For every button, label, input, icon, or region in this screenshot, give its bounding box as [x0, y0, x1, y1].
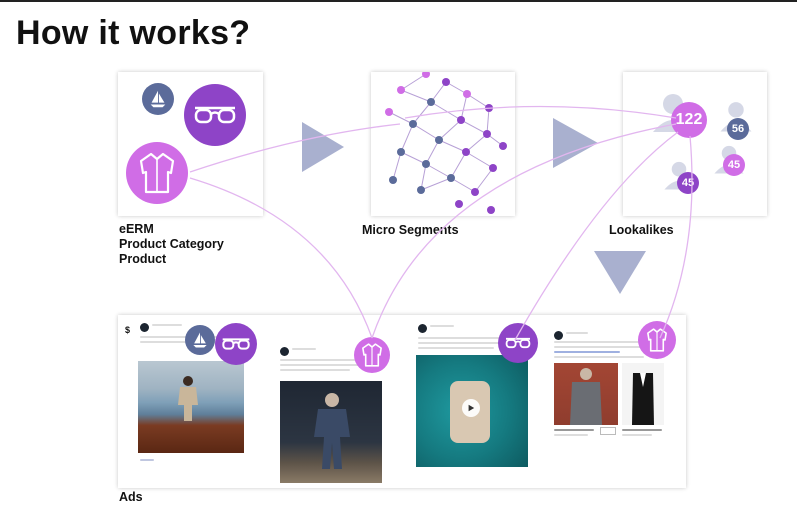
- avatar: [140, 323, 149, 332]
- play-button[interactable]: [462, 399, 480, 417]
- post-text-line: [418, 342, 508, 344]
- ads-panel: $: [118, 315, 686, 488]
- shirt-badge: [354, 337, 390, 373]
- post-text-line: [554, 346, 650, 348]
- sailboat-badge: [185, 325, 215, 355]
- erm-card: [118, 72, 263, 216]
- post-text-line: [140, 341, 220, 343]
- page-title: How it works?: [16, 14, 251, 52]
- person-icon: [632, 373, 654, 425]
- micro-segments-card: [371, 70, 515, 216]
- glasses-badge: [498, 323, 538, 363]
- shirt-badge: [638, 321, 676, 359]
- avatar: [280, 347, 289, 356]
- ad-photo-boat: [138, 361, 244, 453]
- shirt-icon: [139, 152, 175, 194]
- post-text-line: [566, 332, 588, 334]
- shirt-badge: [126, 142, 188, 204]
- erm-label: eERM Product Category Product: [119, 222, 224, 267]
- ad-post-4: [552, 329, 666, 455]
- post-text-line: [292, 348, 316, 350]
- post-text-line: [554, 341, 654, 343]
- ad-post-2: [278, 343, 382, 485]
- post-text-line: [280, 369, 350, 371]
- shirt-icon: [647, 328, 667, 352]
- sailboat-badge: [142, 83, 174, 115]
- ads-label: Ads: [119, 490, 143, 504]
- post-text-line: [152, 324, 182, 326]
- lookalikes-label: Lookalikes: [609, 223, 674, 237]
- post-text-line: [554, 434, 588, 436]
- post-text-line: [430, 325, 454, 327]
- ad-photo-tuxedo: [622, 363, 664, 425]
- glasses-badge: [184, 84, 246, 146]
- lookalike-count-45-dark: 45: [677, 172, 699, 194]
- avatar: [418, 324, 427, 333]
- top-border: [0, 0, 797, 2]
- glasses-icon: [194, 106, 236, 124]
- post-text-line: [554, 356, 644, 358]
- post-text-line: [280, 359, 376, 361]
- post-text-line: [418, 347, 494, 349]
- glasses-badge: [215, 323, 257, 365]
- post-link-line: [554, 351, 620, 353]
- glasses-icon: [222, 338, 250, 350]
- post-text-line: [280, 364, 370, 366]
- erm-label-line-3: Product: [119, 252, 167, 266]
- lookalikes-card: 122 56 45 45: [623, 72, 767, 216]
- post-text-line: [554, 429, 594, 431]
- ad-photo-grey-suit: [554, 363, 618, 425]
- segment-network: [385, 70, 507, 214]
- post-text-line: [622, 434, 652, 436]
- flow-arrow-1: [302, 122, 344, 172]
- avatar: [554, 331, 563, 340]
- lookalike-count-122: 122: [671, 102, 707, 138]
- flow-arrow-2: [553, 118, 598, 168]
- currency-symbol: $: [125, 325, 131, 335]
- sailboat-icon: [150, 90, 166, 108]
- shirt-icon: [362, 343, 382, 367]
- post-text-line: [418, 337, 502, 339]
- flow-arrow-down: [594, 251, 646, 294]
- erm-label-line-1: eERM: [119, 222, 154, 236]
- play-icon: [468, 404, 475, 412]
- shop-now-button[interactable]: [600, 427, 616, 435]
- glasses-icon: [505, 337, 531, 349]
- post-text-line: [622, 429, 662, 431]
- sailboat-icon: [193, 332, 207, 348]
- lookalike-count-56: 56: [727, 118, 749, 140]
- post-footer: [140, 459, 154, 461]
- ad-photo-pool: [416, 355, 528, 467]
- person-icon: [570, 368, 602, 425]
- person-icon: [178, 376, 198, 421]
- ad-photo-suit: [280, 381, 382, 483]
- erm-label-line-2: Product Category: [119, 237, 224, 251]
- micro-segments-label: Micro Segments: [362, 223, 459, 237]
- person-icon: [314, 393, 350, 469]
- lookalike-count-45-light: 45: [723, 154, 745, 176]
